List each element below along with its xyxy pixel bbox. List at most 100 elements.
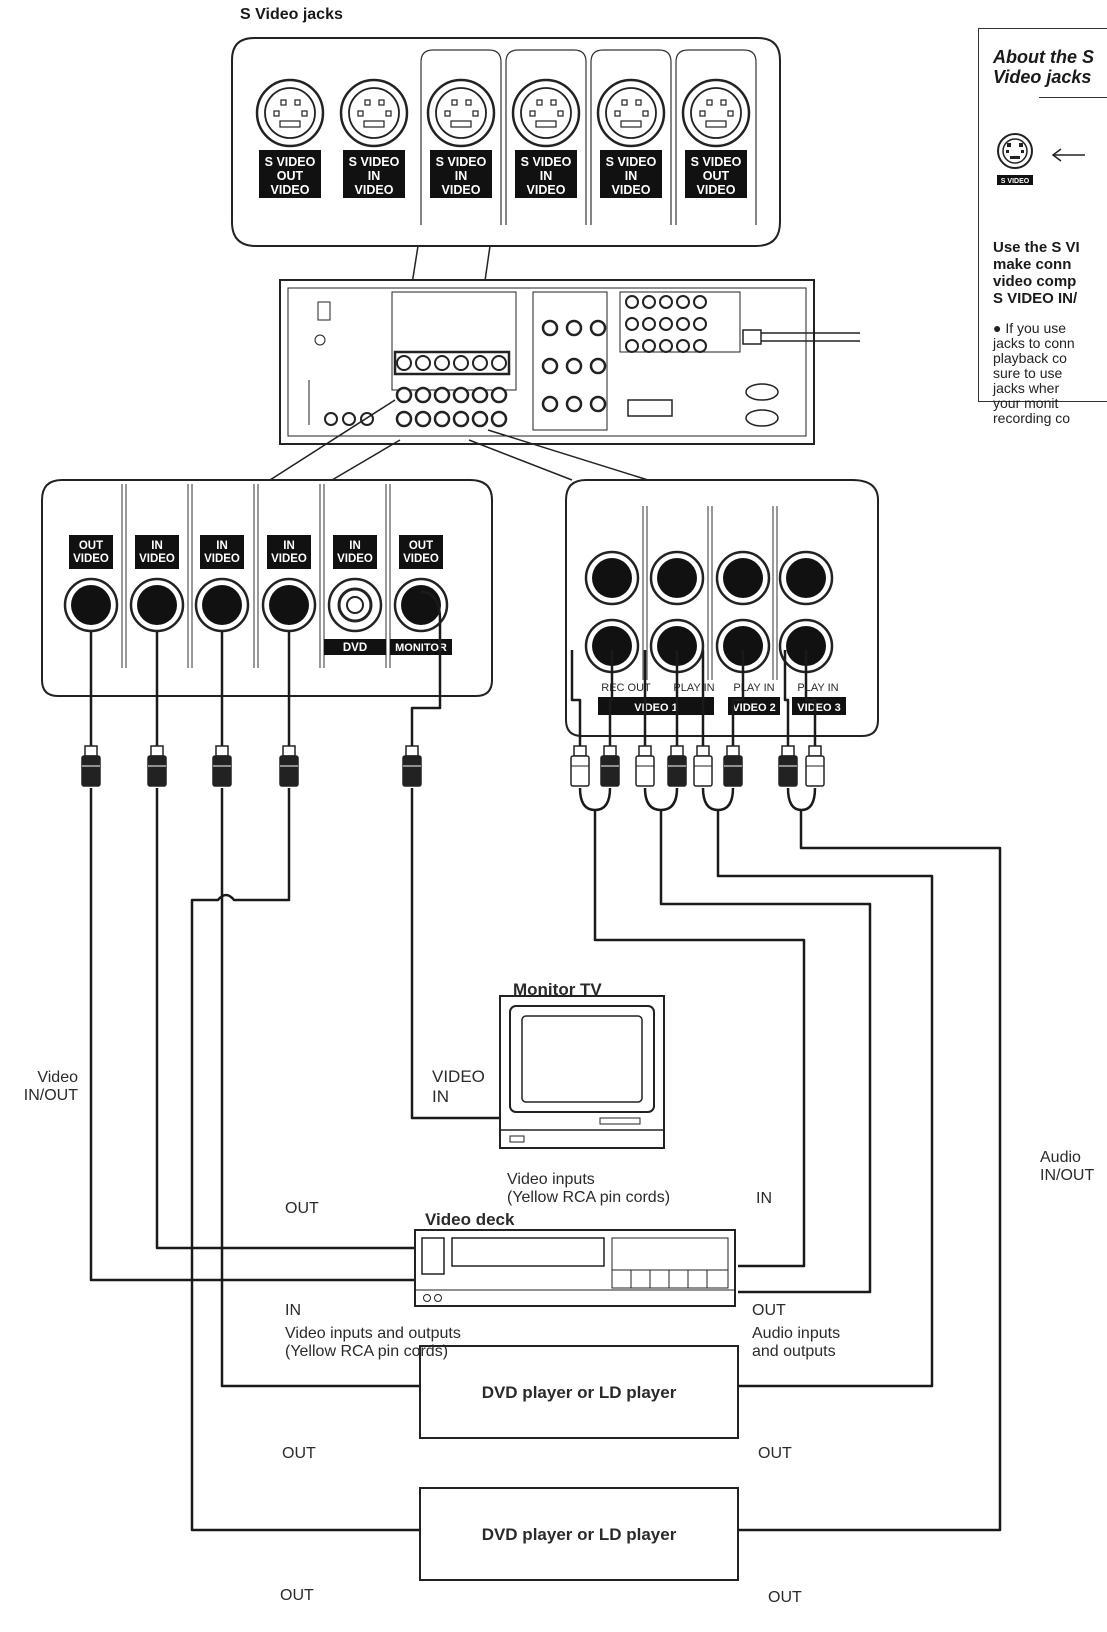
svideo-pin	[529, 110, 536, 117]
info-title-rule	[1039, 97, 1107, 98]
receiver-rca-jack-right	[659, 317, 673, 331]
video-deck-display	[421, 1237, 445, 1275]
svideo-jack-inner	[690, 87, 742, 139]
tv-video-in-label-1: IN	[432, 1087, 449, 1106]
pointer-right-b	[487, 429, 649, 481]
receiver-svideo-jack	[453, 355, 469, 371]
video2-label-bg	[728, 697, 780, 715]
audio-plug-3-body	[667, 755, 687, 787]
receiver-rca-jack-right	[625, 295, 639, 309]
receiver-rca-jack-right	[642, 295, 656, 309]
receiver-rca-jack-right	[693, 295, 707, 309]
video-plug-0-body	[81, 755, 101, 787]
receiver-rca-jack	[433, 410, 451, 428]
cable-video-out	[89, 788, 415, 1282]
cable-audio-play3	[738, 810, 1002, 1532]
receiver-block-b	[532, 291, 608, 431]
rca-jack-hole	[657, 558, 697, 598]
receiver-svideo-row	[393, 350, 511, 376]
pointer-right-a	[468, 439, 573, 481]
receiver-rca-jack	[414, 410, 432, 428]
audio-plug-4-tip	[696, 745, 710, 757]
receiver-svideo-jack	[472, 355, 488, 371]
svideo-pin	[273, 110, 280, 117]
info-box-svideo: About the S Video jacks S VIDEO Use the …	[978, 28, 1107, 426]
video-deck-knob-2	[434, 1294, 442, 1302]
receiver-rca-jack	[490, 410, 508, 428]
receiver-block-a	[391, 291, 517, 391]
audio-plug-4-body	[693, 755, 713, 787]
cable-audio-rec	[593, 810, 806, 1268]
svideo-icon-label: S VIDEO	[1001, 178, 1030, 185]
rca-jack-hole	[137, 585, 177, 625]
top-jack-frame-3	[505, 49, 587, 225]
dvd-player-1	[419, 1345, 739, 1439]
receiver-speaker-terminal	[627, 399, 673, 417]
svideo-jack-inner	[264, 87, 316, 139]
receiver-rca-jack-right	[693, 339, 707, 353]
receiver-svideo-jack	[491, 355, 507, 371]
dvd2-out-right-label: OUT	[768, 1589, 802, 1606]
rca-jack-hole	[723, 558, 763, 598]
top-jack-label-4-0: S VIDEO	[606, 155, 657, 169]
left-jack-kind-5: VIDEO	[403, 553, 439, 565]
video-plug-4-body	[402, 755, 422, 787]
video-plug-1-tip	[150, 745, 164, 757]
top-jack-frame-2	[420, 49, 502, 225]
audio-inout-label-0: Audio	[1040, 1149, 1081, 1166]
cable-audio-play1	[659, 810, 872, 1294]
svideo-pin	[301, 110, 308, 117]
audio-plug-2-body	[635, 755, 655, 787]
left-jack-kind-1: VIDEO	[139, 553, 175, 565]
left-jack-dir-5: OUT	[409, 540, 433, 552]
audio-pair-join-1	[643, 787, 679, 812]
video-deck-tray	[451, 1237, 605, 1267]
receiver-rca-jack-mid	[589, 357, 607, 375]
rca-jack-hole	[71, 585, 111, 625]
deck-audio-io-label-0: Audio inputs	[752, 1325, 840, 1342]
deck-in-right-label: IN	[756, 1190, 772, 1207]
top-jack-label-1-2: VIDEO	[355, 183, 394, 197]
monitor-tv-screen	[521, 1015, 643, 1103]
svideo-pin	[557, 110, 564, 117]
svideo-jack-inner	[435, 87, 487, 139]
left-video-panel: OUTVIDEOINVIDEOINVIDEOINVIDEOINVIDEOOUTV…	[41, 479, 493, 697]
video-deck-title: Video deck	[425, 1210, 515, 1229]
svideo-pin	[472, 110, 479, 117]
svideo-pin	[378, 99, 385, 106]
receiver-power-cord-plug	[742, 329, 762, 345]
svideo-key	[620, 120, 642, 128]
deck-video-io-label-0: Video inputs and outputs	[285, 1325, 461, 1342]
dvd1-out-left-label: OUT	[282, 1445, 316, 1462]
video1-label-bg	[598, 697, 714, 715]
audio-plug-0-tip	[573, 745, 587, 757]
top-jack-label-0-2: VIDEO	[271, 183, 310, 197]
cable-monitor	[410, 788, 500, 1120]
info-bullet-text: ● If you use jacks to conn playback co s…	[993, 320, 1075, 426]
top-jack-label-bg	[600, 150, 662, 198]
svideo-pin	[550, 99, 557, 106]
audio-plug-6-tip	[781, 745, 795, 757]
top-jack-label-4-2: VIDEO	[612, 183, 651, 197]
audio-plug-6-body	[778, 755, 798, 787]
svideo-pin	[357, 110, 364, 117]
audio-plug-1-body	[600, 755, 620, 787]
left-jack-label-bg	[135, 535, 179, 569]
receiver-rca-jack-right	[676, 317, 690, 331]
svideo-pin	[699, 110, 706, 117]
receiver-rca-jack-right	[676, 339, 690, 353]
top-jack-label-4-1: IN	[625, 169, 638, 183]
receiver-rca-jack	[452, 386, 470, 404]
audio-plug-0-body	[570, 755, 590, 787]
receiver-rca-jack-right	[693, 317, 707, 331]
audio-lead-7	[804, 650, 817, 748]
left-jack-label-bg	[200, 535, 244, 569]
deck-out-left-label: OUT	[285, 1200, 319, 1217]
top-jack-label-1-1: IN	[368, 169, 381, 183]
left-jack-dir-3: IN	[283, 540, 295, 552]
page-title: S Video jacks	[240, 6, 343, 23]
